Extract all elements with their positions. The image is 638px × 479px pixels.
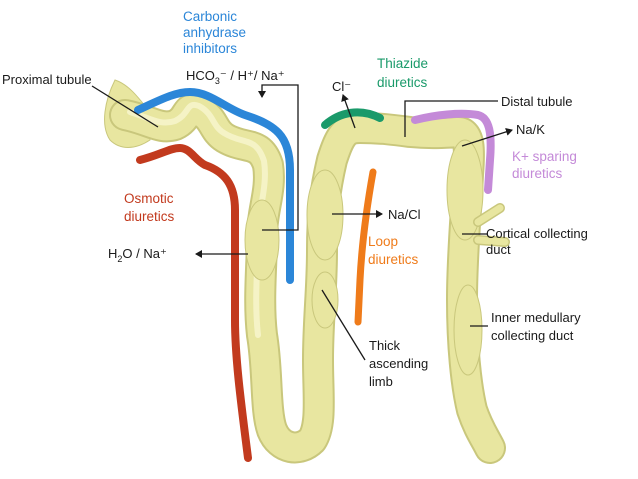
cortical-label-2: duct bbox=[486, 242, 511, 257]
carbonic-label-3: inhibitors bbox=[183, 41, 237, 56]
inner-label-2: collecting duct bbox=[491, 328, 574, 343]
osmotic-label-1: Osmotic bbox=[124, 191, 174, 206]
cl-label: Cl⁻ bbox=[332, 79, 351, 94]
ksparing-label-1: K+ sparing bbox=[512, 149, 577, 164]
proximal-tubule-label: Proximal tubule bbox=[2, 72, 92, 87]
carbonic-band bbox=[134, 87, 294, 284]
nak-arrow bbox=[461, 128, 513, 147]
thiazide-label-2: diuretics bbox=[377, 75, 428, 90]
thick-label-3: limb bbox=[369, 374, 393, 389]
hco3-arrow bbox=[258, 84, 299, 231]
distal-leader bbox=[404, 100, 498, 137]
nephron-tubule bbox=[109, 93, 510, 464]
thiazide-band bbox=[321, 108, 384, 129]
ksparing-band bbox=[411, 109, 495, 194]
cl-arrow bbox=[341, 94, 356, 129]
ksparing-label-2: diuretics bbox=[512, 166, 563, 181]
thick-label-2: ascending bbox=[369, 356, 428, 371]
loop-label-1: Loop bbox=[368, 234, 398, 249]
thick-leader bbox=[321, 289, 366, 361]
thick-label-1: Thick bbox=[369, 338, 401, 353]
distal-tubule-label: Distal tubule bbox=[501, 94, 573, 109]
hco3-label: HCO3⁻ / H⁺/ Na⁺ bbox=[186, 68, 285, 86]
nacl-label: Na/Cl bbox=[388, 207, 421, 222]
loop-band bbox=[354, 168, 377, 326]
carbonic-label-1: Carbonic bbox=[183, 9, 237, 24]
proximal-leader bbox=[91, 85, 159, 128]
carbonic-label-2: anhydrase bbox=[183, 25, 246, 40]
h2o-label: H2O / Na⁺ bbox=[108, 246, 167, 264]
loop-label-2: diuretics bbox=[368, 252, 419, 267]
inner-label-1: Inner medullary bbox=[491, 310, 581, 325]
cortical-label-1: Cortical collecting bbox=[486, 226, 588, 241]
thiazide-label-1: Thiazide bbox=[377, 56, 428, 71]
nak-label: Na/K bbox=[516, 122, 545, 137]
osmotic-label-2: diuretics bbox=[124, 209, 175, 224]
osmotic-band bbox=[136, 143, 252, 462]
